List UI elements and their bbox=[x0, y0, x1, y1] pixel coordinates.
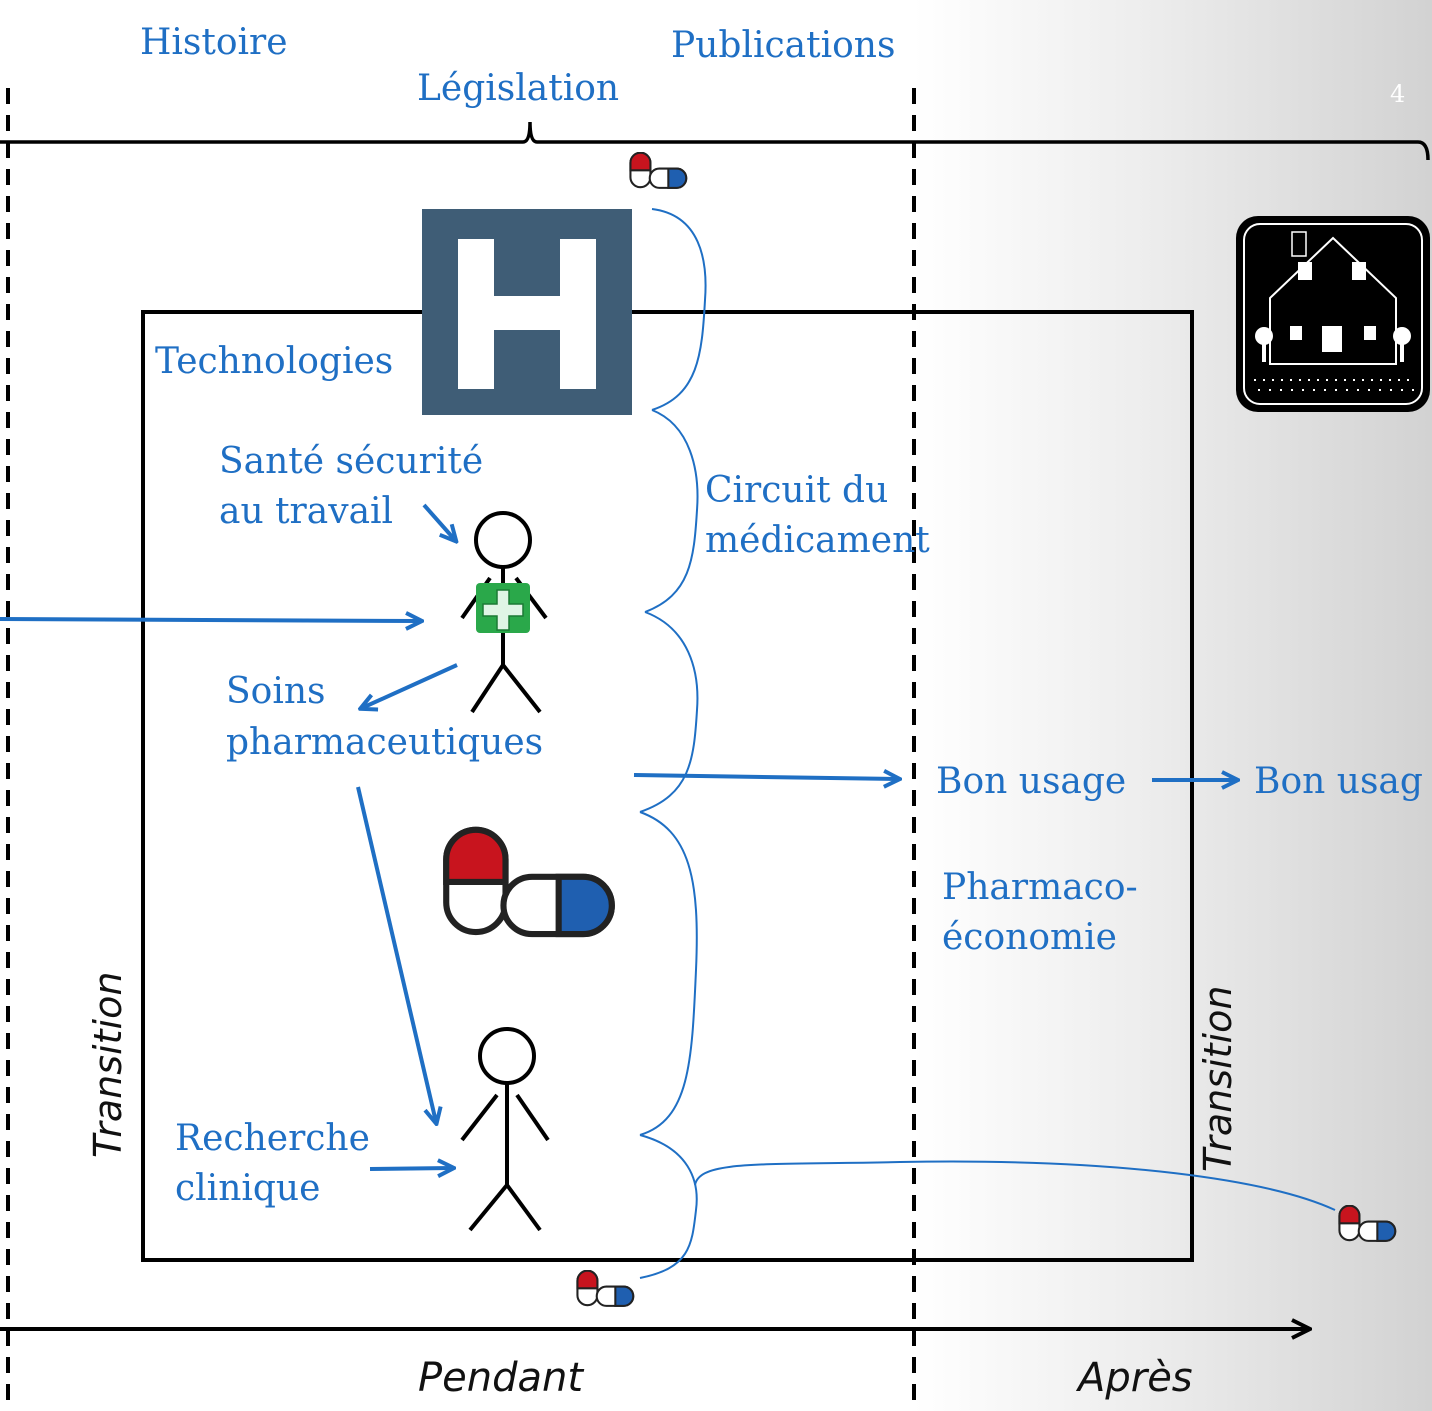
curve-to-after bbox=[694, 1160, 1336, 1211]
pharmacist-person-icon bbox=[460, 511, 548, 714]
arrow-recherche-to-person bbox=[369, 1168, 452, 1169]
brace-recherche bbox=[639, 1134, 698, 1279]
circuit-label-line2: médicament bbox=[705, 520, 930, 561]
pendant-label: Pendant bbox=[418, 1355, 584, 1401]
bon-usage-label: Bon usage bbox=[936, 761, 1127, 802]
pharmacy-cross-icon bbox=[476, 583, 530, 633]
arrow-sante-to-person bbox=[422, 503, 455, 540]
top-bracket bbox=[0, 121, 1430, 161]
brace-top bbox=[651, 208, 707, 411]
hospital-box bbox=[141, 310, 1194, 1262]
transition-left-label: Transition bbox=[86, 971, 130, 1158]
arrow-soins-to-bon-usage bbox=[633, 775, 898, 779]
arrow-person-to-soins bbox=[362, 663, 458, 708]
recherche-label-line1: Recherche bbox=[175, 1118, 370, 1159]
brace-capsule bbox=[639, 811, 698, 1136]
bon-usage-after-label: Bon usag bbox=[1254, 761, 1423, 802]
arrow-soins-to-recherche-person bbox=[356, 786, 436, 1122]
brace-circuit bbox=[644, 409, 699, 613]
arrow-incoming bbox=[0, 619, 420, 621]
soins-label-line2: pharmaceutiques bbox=[226, 722, 544, 763]
publications-label: Publications bbox=[671, 25, 896, 66]
researcher-person-icon bbox=[460, 1027, 550, 1232]
capsule-icon-large bbox=[446, 830, 612, 934]
hospital-icon bbox=[422, 209, 632, 415]
slide-number: 4 bbox=[1390, 80, 1406, 108]
pharmaco-label-line1: Pharmaco- bbox=[942, 867, 1138, 908]
soins-label-line1: Soins bbox=[226, 671, 326, 712]
capsule-icon-top bbox=[629, 152, 688, 189]
brace-bon-usage bbox=[639, 611, 699, 813]
capsule-icon-bottom bbox=[576, 1270, 635, 1307]
legislation-label: Législation bbox=[417, 68, 620, 109]
transition-right-label: Transition bbox=[1196, 985, 1240, 1172]
technologies-label: Technologies bbox=[155, 341, 394, 382]
apres-label: Après bbox=[1078, 1355, 1193, 1401]
sante-securite-label-line2: au travail bbox=[219, 491, 394, 532]
histoire-label: Histoire bbox=[140, 22, 288, 63]
house-icon bbox=[1236, 216, 1430, 412]
capsule-icon-right bbox=[1338, 1205, 1397, 1242]
circuit-label-line1: Circuit du bbox=[705, 470, 889, 511]
sante-securite-label-line1: Santé sécurité bbox=[219, 441, 484, 482]
pharmaco-label-line2: économie bbox=[942, 917, 1117, 958]
recherche-label-line2: clinique bbox=[175, 1168, 321, 1209]
